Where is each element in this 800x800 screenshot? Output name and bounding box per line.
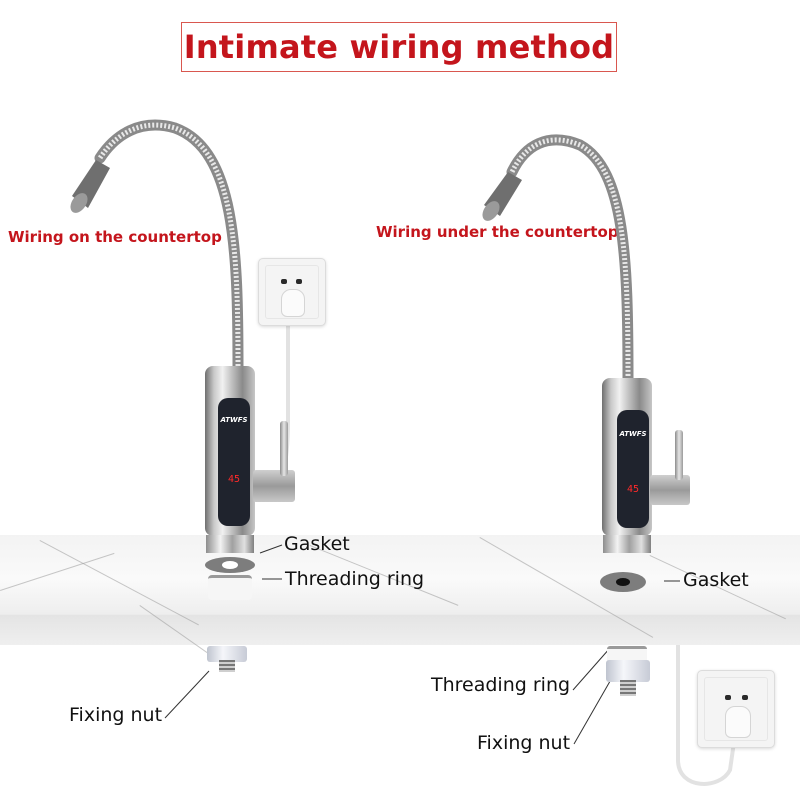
marble-countertop (0, 535, 800, 658)
lever-handle-icon (280, 421, 288, 476)
thread-icon (219, 660, 235, 672)
temperature-display: 45 (626, 484, 640, 495)
right-subtitle: Wiring under the countertop (376, 223, 619, 241)
display-panel: ATWFS 45 (617, 410, 649, 528)
right-wall-socket (697, 670, 775, 748)
display-panel: ATWFS 45 (218, 398, 250, 526)
right-gasket-label: Gasket (683, 569, 749, 591)
left-subtitle: Wiring on the countertop (8, 228, 222, 246)
chrome-base (603, 535, 651, 553)
gasket-icon (600, 572, 646, 592)
thread-icon (620, 680, 636, 696)
title-box: Intimate wiring method (181, 22, 617, 72)
right-threading-ring-label: Threading ring (431, 674, 571, 696)
left-wall-socket (258, 258, 326, 326)
chrome-base (206, 535, 254, 553)
left-fixing-nut-label: Fixing nut (69, 704, 163, 726)
lever-handle-icon (675, 430, 683, 480)
temperature-display: 45 (227, 474, 241, 485)
fixing-nut-icon (606, 660, 650, 682)
brand-logo: ATWFS (619, 430, 647, 438)
handle-base (253, 470, 295, 502)
fixing-nut-icon (207, 646, 247, 662)
threading-ring-icon (208, 575, 252, 600)
plug-icon (725, 706, 751, 738)
handle-base (650, 475, 690, 505)
plug-icon (281, 289, 305, 317)
brand-logo: ATWFS (220, 416, 248, 424)
left-threading-ring-label: Threading ring (285, 568, 425, 590)
page-title: Intimate wiring method (183, 28, 615, 66)
left-gasket-label: Gasket (284, 533, 350, 555)
right-fixing-nut-label: Fixing nut (477, 732, 571, 754)
gasket-icon (205, 557, 255, 573)
